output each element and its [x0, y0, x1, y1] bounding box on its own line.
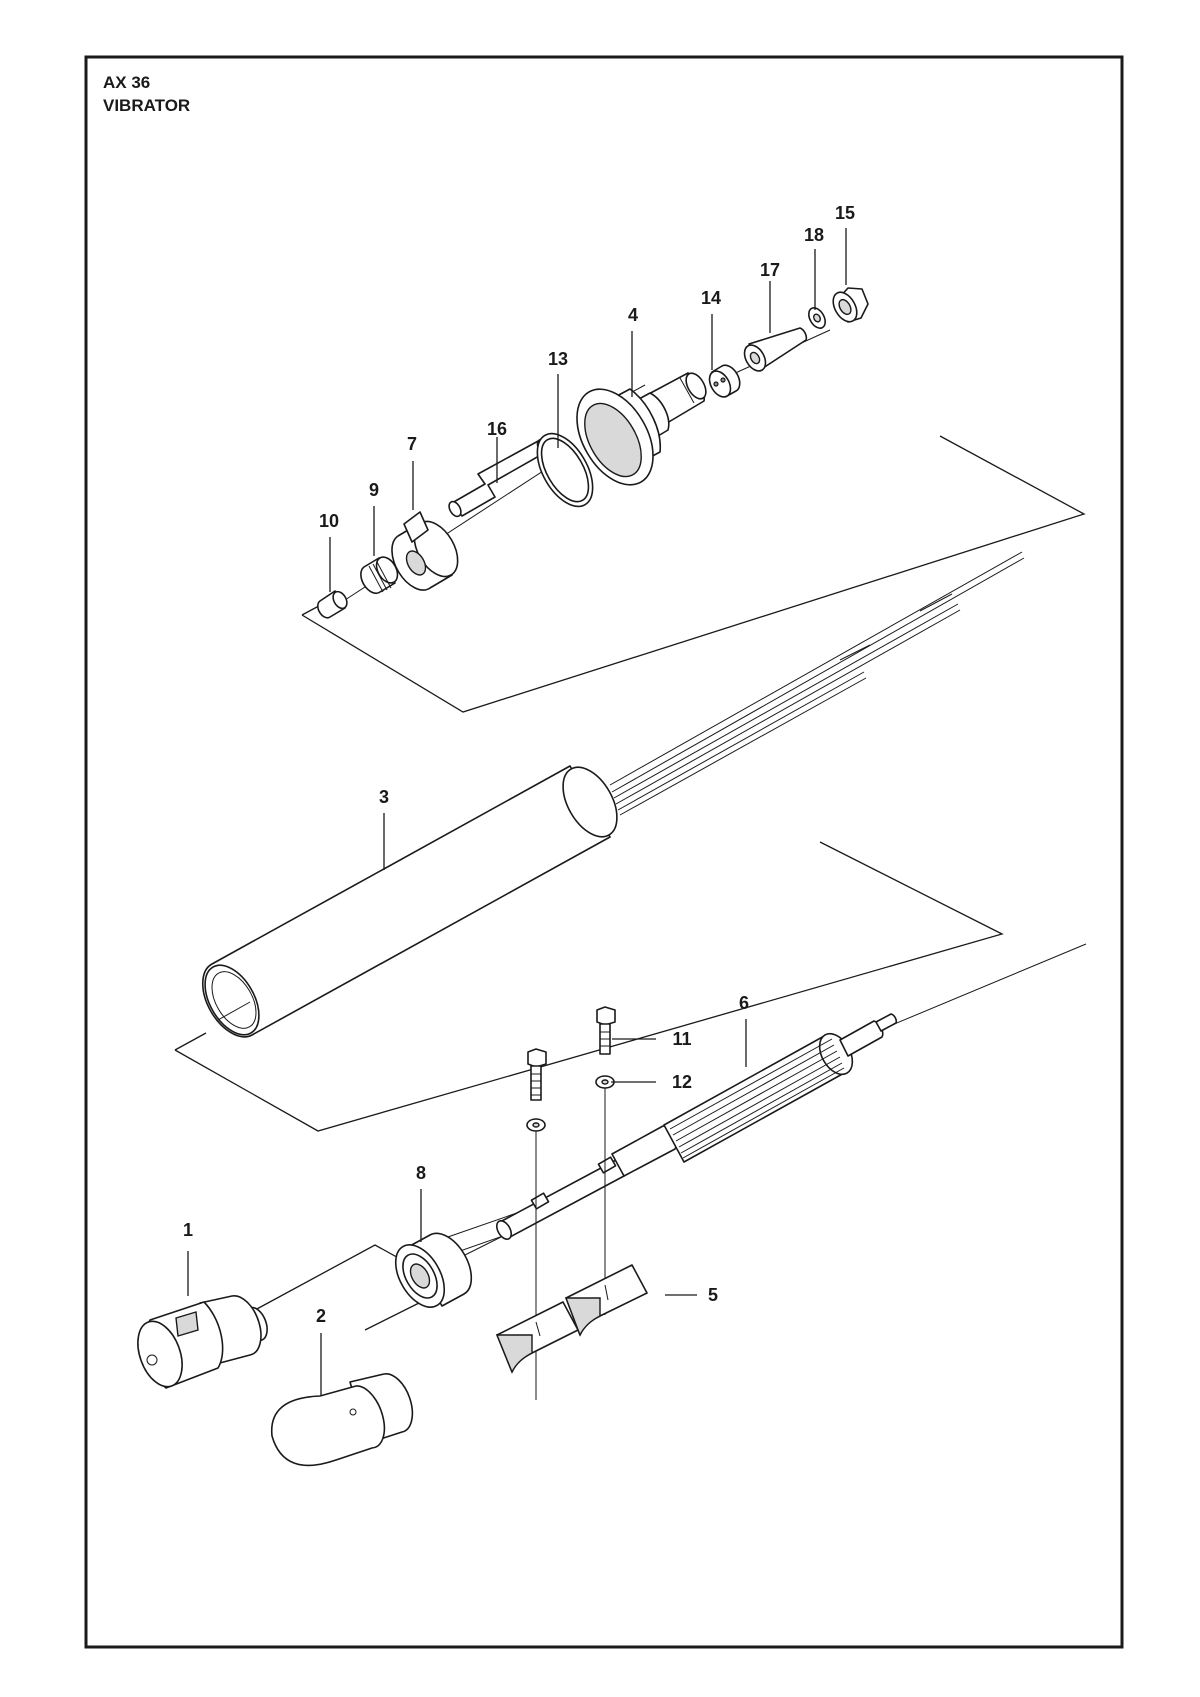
- callout-2: 2: [316, 1306, 326, 1326]
- part-17-sleeve: [743, 327, 808, 372]
- part-10-bushing: [316, 590, 348, 619]
- part-13-o-ring: [536, 432, 594, 508]
- callout-7: 7: [407, 434, 417, 454]
- model-title: AX 36: [103, 73, 150, 92]
- part-14-nut: [708, 364, 741, 398]
- part-7-eccentric: [391, 511, 459, 591]
- page-frame: [84, 55, 1124, 1649]
- callout-1: 1: [183, 1220, 193, 1240]
- part-2-tip-round: [271, 1373, 414, 1467]
- callout-4: 4: [628, 305, 638, 325]
- callout-6: 6: [739, 993, 749, 1013]
- callout-labels: 1 2 3 4 5 6 7 8 9 10 11 12 13 14 15 16 1…: [183, 203, 855, 1326]
- hose-cables: [609, 551, 1025, 816]
- leader-lines: [187, 228, 847, 1395]
- callout-12: 12: [672, 1072, 692, 1092]
- callout-18: 18: [804, 225, 824, 245]
- callout-13: 13: [548, 349, 568, 369]
- callout-3: 3: [379, 787, 389, 807]
- callout-15: 15: [835, 203, 855, 223]
- part-9-needle-bearing: [360, 556, 399, 595]
- part-16-crank-shaft: [448, 438, 550, 518]
- part-18-washer: [808, 307, 826, 329]
- callout-17: 17: [760, 260, 780, 280]
- callout-14: 14: [701, 288, 721, 308]
- callout-16: 16: [487, 419, 507, 439]
- part-5-clamp-left: [495, 1301, 579, 1374]
- part-1-tip-flat: [137, 1295, 268, 1389]
- part-8-ball-bearing: [394, 1232, 473, 1308]
- callout-9: 9: [369, 480, 379, 500]
- part-15-cap-nut: [832, 287, 869, 323]
- part-6-rotor-shaft: [495, 1013, 898, 1240]
- part-3-tube: [202, 765, 618, 1038]
- callout-11: 11: [672, 1029, 691, 1049]
- callout-5: 5: [708, 1285, 718, 1305]
- part-5-clamp-right: [564, 1264, 648, 1337]
- assembly-plane-middle: [174, 841, 1004, 1132]
- callout-10: 10: [319, 511, 339, 531]
- part-4-housing: [576, 372, 707, 486]
- section-title: VIBRATOR: [103, 96, 190, 115]
- callout-8: 8: [416, 1163, 426, 1183]
- part-11-screw-left: [526, 1048, 547, 1400]
- part-11-screw-right: [595, 1006, 616, 1315]
